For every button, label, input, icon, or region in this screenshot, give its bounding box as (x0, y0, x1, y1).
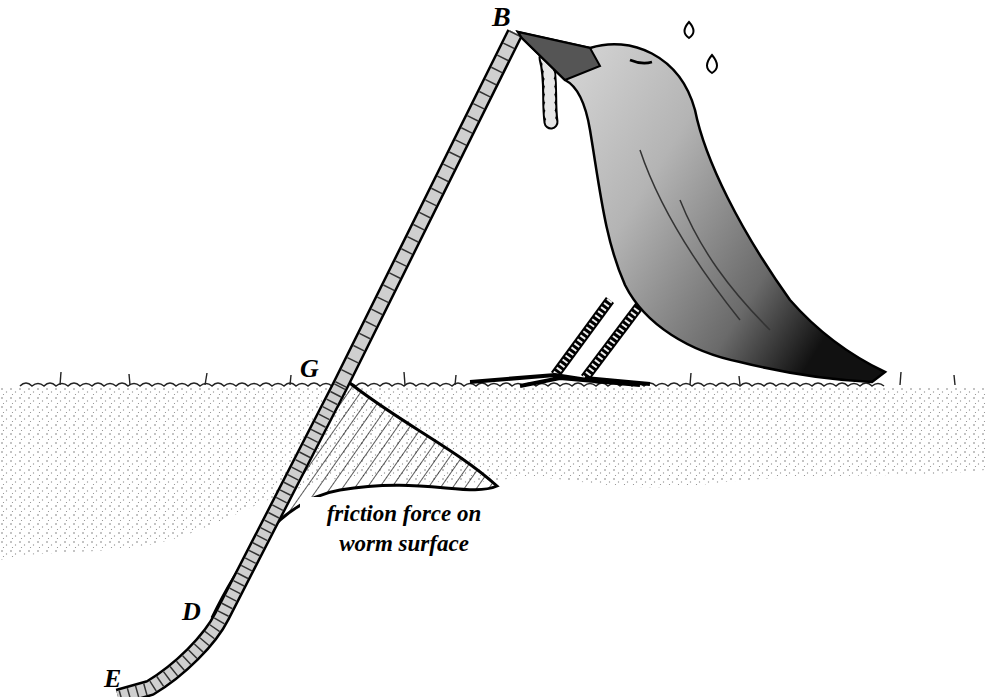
bird-wing (640, 150, 770, 330)
annotation-label: friction force on worm surface (300, 497, 508, 561)
sweat-drops (685, 22, 718, 73)
bird-eye (630, 60, 652, 63)
worm (118, 33, 551, 697)
bird-beak (518, 32, 600, 80)
grass-line (20, 383, 884, 386)
point-label: B (492, 2, 511, 33)
point-label: E (104, 665, 121, 694)
point-label: D (182, 598, 201, 627)
bird-legs (470, 300, 650, 386)
bird (518, 32, 885, 382)
soil (0, 388, 985, 560)
point-label: G (300, 355, 319, 384)
